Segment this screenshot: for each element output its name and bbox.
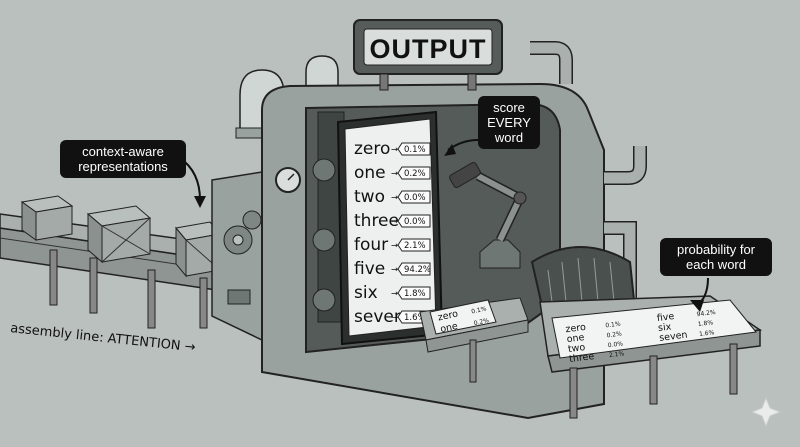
printout-percent: 0.0% <box>607 340 623 349</box>
glass-dome <box>305 55 339 89</box>
board-word: four <box>354 235 388 255</box>
sparkle-icon <box>750 396 782 428</box>
board-row: five → 94.2% <box>354 259 431 279</box>
board-row: zero→ 0.1% <box>354 139 431 159</box>
board-percent: 1.6% <box>404 313 426 323</box>
sign-label: OUTPUT <box>370 34 487 64</box>
percent-tag <box>397 286 431 300</box>
gear-box <box>211 171 263 342</box>
crate <box>20 195 74 241</box>
output-sign: OUTPUT <box>353 19 503 91</box>
printout-word: five <box>656 311 675 324</box>
printout-word: one <box>439 321 459 335</box>
arrow-icon: → <box>391 145 398 155</box>
printout-percent: 0.1% <box>471 305 488 315</box>
arrow-icon: → <box>391 313 398 323</box>
printout-percent: 1.8% <box>698 319 714 328</box>
pipe <box>530 41 573 84</box>
board-percent: 2.1% <box>404 241 426 251</box>
board-percent: 0.2% <box>404 169 426 179</box>
robot-arm <box>449 162 527 269</box>
board-word: two <box>354 187 385 207</box>
assembly-line-label: assembly line: ATTENTION → <box>10 321 197 355</box>
arrow-icon: → <box>391 241 398 251</box>
printout-word: six <box>657 321 672 334</box>
callout-probability: probability for each word <box>660 238 772 276</box>
board-word: one <box>354 163 386 183</box>
board-row: two → 0.0% <box>354 187 431 207</box>
percent-tag <box>397 166 431 180</box>
board-percent: 0.0% <box>404 193 426 203</box>
board-percent: 94.2% <box>404 265 431 275</box>
board-row: three→ 0.0% <box>354 211 431 231</box>
exit-tunnel <box>530 246 636 308</box>
printout-word: three <box>569 351 595 365</box>
printout-word: zero <box>437 308 459 323</box>
printout-percent: 1.6% <box>699 329 715 338</box>
board-percent: 0.0% <box>404 217 426 227</box>
board-word: zero <box>354 139 390 159</box>
percent-tag <box>397 142 431 156</box>
callout-context: context-aware representations <box>60 140 186 178</box>
printout-percent: 0.2% <box>606 330 622 339</box>
board-word: five <box>354 259 385 279</box>
arrow-icon: → <box>391 169 398 179</box>
printout-word: two <box>567 342 586 355</box>
board-percent: 0.1% <box>404 145 426 155</box>
arrow-icon: → <box>391 289 398 299</box>
probability-board: zero→0.1%one→0.2%two→0.0%three→0.0%four→… <box>336 110 444 346</box>
percent-tag <box>397 214 431 228</box>
board-word: six <box>354 283 378 303</box>
board-row: one → 0.2% <box>354 163 431 183</box>
small-printout: zero 0.1% one 0.2% <box>429 299 497 335</box>
percent-tag <box>397 238 431 252</box>
printout-percent: 2.1% <box>609 350 625 359</box>
arrowhead-icon <box>690 300 704 312</box>
printout-word: seven <box>659 330 688 344</box>
arrow-icon: → <box>391 217 398 227</box>
printout-word: one <box>566 332 585 345</box>
board-word: three <box>354 211 399 231</box>
arrow-icon: → <box>391 265 398 275</box>
percent-tag <box>397 262 431 276</box>
board-row: six → 1.8% <box>354 283 431 303</box>
board-row: four→ 2.1% <box>354 235 431 255</box>
printout-percent: 94.2% <box>696 309 716 318</box>
printout-percent: 0.1% <box>605 321 621 330</box>
board-percent: 1.8% <box>404 289 426 299</box>
percent-tag <box>397 190 431 204</box>
board-word: seven <box>354 307 405 327</box>
arrowhead-icon <box>194 196 206 208</box>
callout-score: score EVERY word <box>478 96 540 149</box>
printout-word: zero <box>565 322 587 335</box>
printout-percent: 0.2% <box>473 317 490 327</box>
crate <box>86 205 152 264</box>
right-printout: zero 0.1% one 0.2% two 0.0% three 2.1% five 94.2%… <box>551 299 757 365</box>
arrow-icon: → <box>391 193 398 203</box>
arrowhead-icon <box>444 144 456 156</box>
